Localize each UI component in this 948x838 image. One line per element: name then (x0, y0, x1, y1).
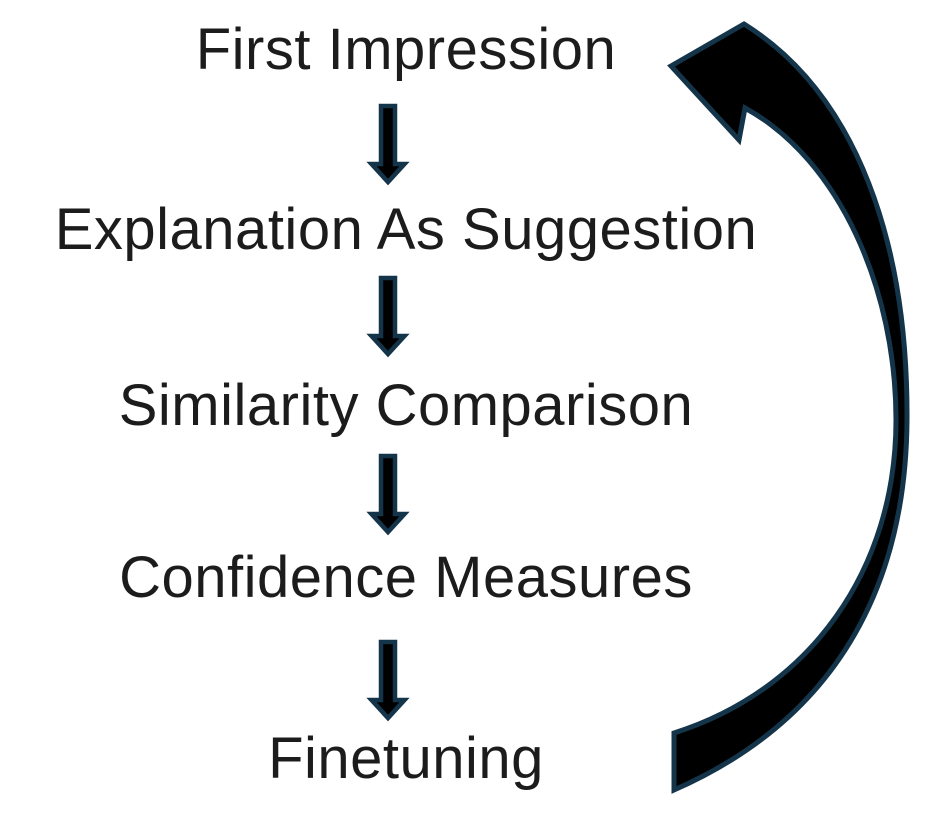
down-arrow-icon (366, 275, 410, 358)
loop-back-arrow-icon (667, 21, 910, 794)
down-arrow-icon (366, 453, 410, 536)
down-arrow-icon (366, 639, 410, 722)
step-finetuning: Finetuning (268, 726, 544, 791)
step-similarity-comparison: Similarity Comparison (118, 373, 694, 438)
step-first-impression: First Impression (195, 17, 617, 82)
step-confidence-measures: Confidence Measures (119, 545, 693, 610)
step-explanation-as-suggestion: Explanation As Suggestion (54, 197, 758, 262)
down-arrow-icon (366, 103, 410, 186)
